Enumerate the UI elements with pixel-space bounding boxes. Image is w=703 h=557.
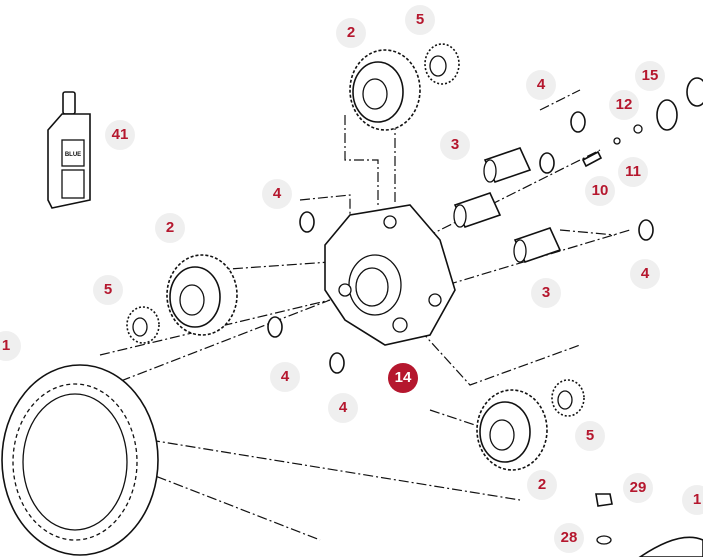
callout-41-sealant[interactable]: 41 — [105, 120, 135, 150]
sealant-bottle: BLUE — [47, 91, 91, 209]
callout-14-carrier-selected[interactable]: 14 — [388, 363, 418, 393]
snap-rings — [267, 77, 703, 374]
callout-2-top-gear[interactable]: 2 — [336, 18, 366, 48]
needle-bearing-left — [126, 306, 160, 344]
callout-3-pin[interactable]: 3 — [531, 278, 561, 308]
planet-pins — [453, 147, 562, 263]
callout-12[interactable]: 12 — [609, 90, 639, 120]
callout-5-top-bearing[interactable]: 5 — [405, 5, 435, 35]
ring-gear — [1, 364, 159, 556]
callout-4-snap-ring[interactable]: 4 — [262, 179, 292, 209]
planet-carrier — [324, 204, 456, 346]
callout-11[interactable]: 11 — [618, 157, 648, 187]
needle-bearing-top — [424, 43, 460, 85]
callout-29[interactable]: 29 — [623, 473, 653, 503]
bottle-label-text: BLUE — [65, 152, 81, 158]
callout-1-ring-gear[interactable]: 1 — [0, 331, 21, 361]
callout-5-left-bearing[interactable]: 5 — [93, 275, 123, 305]
callout-4-snap-ring[interactable]: 4 — [328, 393, 358, 423]
thrust-washers-and-bolt — [581, 124, 643, 545]
callout-2-bottom-gear[interactable]: 2 — [527, 470, 557, 500]
partial-parts-bottom-right — [638, 536, 703, 557]
callout-3-pin[interactable]: 3 — [440, 130, 470, 160]
callout-10[interactable]: 10 — [585, 176, 615, 206]
callout-28[interactable]: 28 — [554, 523, 584, 553]
callout-1[interactable]: 1 — [682, 485, 703, 515]
callout-4-snap-ring[interactable]: 4 — [270, 362, 300, 392]
needle-bearing-bottom — [551, 379, 585, 417]
planet-gear-left — [166, 254, 238, 336]
callout-2-left-gear[interactable]: 2 — [155, 213, 185, 243]
planet-gear-bottom — [476, 389, 548, 471]
callout-4-snap-ring[interactable]: 4 — [630, 259, 660, 289]
planet-gear-top — [349, 49, 421, 131]
callout-4-snap-ring[interactable]: 4 — [526, 70, 556, 100]
callout-15[interactable]: 15 — [635, 61, 665, 91]
callout-5-bottom-bearing[interactable]: 5 — [575, 421, 605, 451]
